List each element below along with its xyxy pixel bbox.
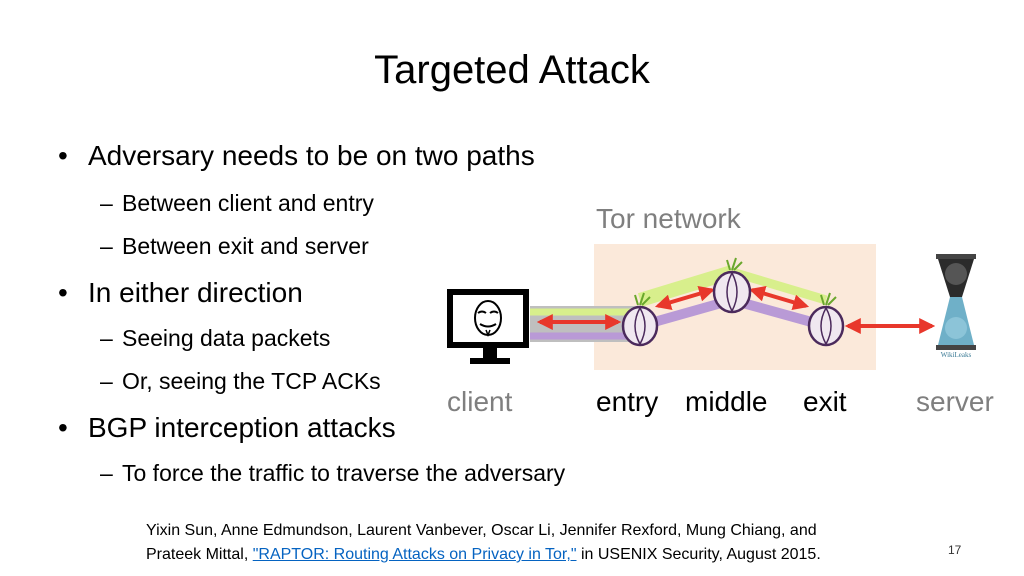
citation-authors: Prateek Mittal, (146, 546, 253, 563)
bullet-text: Adversary needs to be on two paths (88, 140, 535, 171)
bullet-text: In either direction (88, 277, 303, 308)
server-label: server (916, 386, 994, 417)
sub-bullet-text: Between exit and server (122, 233, 369, 259)
sub-bullet-item: –To force the traffic to traverse the ad… (100, 460, 566, 486)
middle-label: middle (685, 386, 768, 417)
computer-monitor-icon (447, 289, 529, 364)
onion-icon (807, 292, 845, 347)
client-label: client (447, 386, 513, 417)
server-logo-text: WikiLeaks (941, 351, 972, 359)
tor-network-region (594, 244, 876, 370)
sub-bullet-item: –Seeing data packets (100, 325, 331, 351)
sub-bullet-text: To force the traffic to traverse the adv… (122, 460, 566, 486)
bullet-text: BGP interception attacks (88, 412, 396, 443)
citation-line2: Prateek Mittal, "RAPTOR: Routing Attacks… (146, 543, 906, 567)
onion-icon (712, 257, 752, 314)
bullet-item: •In either direction (58, 277, 303, 308)
bullet-item: •BGP interception attacks (58, 412, 396, 443)
sub-bullet-item: –Or, seeing the TCP ACKs (100, 368, 381, 394)
slide-title: Targeted Attack (374, 48, 650, 92)
anonymous-mask-icon (474, 300, 502, 338)
onion-icon (621, 292, 659, 347)
sub-bullet-text: Or, seeing the TCP ACKs (122, 368, 381, 394)
double-arrow-icon (536, 285, 936, 334)
citation-venue: in USENIX Security, August 2015. (576, 546, 821, 563)
citation: Yixin Sun, Anne Edmundson, Laurent Vanbe… (146, 519, 906, 567)
page-number: 17 (948, 543, 962, 557)
wikileaks-hourglass-icon: WikiLeaks (936, 254, 976, 359)
sub-bullet-text: Seeing data packets (122, 325, 331, 351)
sub-bullet-item: –Between exit and server (100, 233, 369, 259)
paper-link[interactable]: "RAPTOR: Routing Attacks on Privacy in T… (252, 546, 577, 563)
traffic-path (530, 265, 828, 342)
sub-bullet-text: Between client and entry (122, 190, 374, 216)
bullet-item: •Adversary needs to be on two paths (58, 140, 535, 171)
citation-line1: Yixin Sun, Anne Edmundson, Laurent Vanbe… (146, 522, 817, 539)
exit-label: exit (803, 386, 847, 417)
tor-network-label: Tor network (596, 203, 741, 234)
sub-bullet-item: –Between client and entry (100, 190, 374, 216)
entry-label: entry (596, 386, 659, 417)
